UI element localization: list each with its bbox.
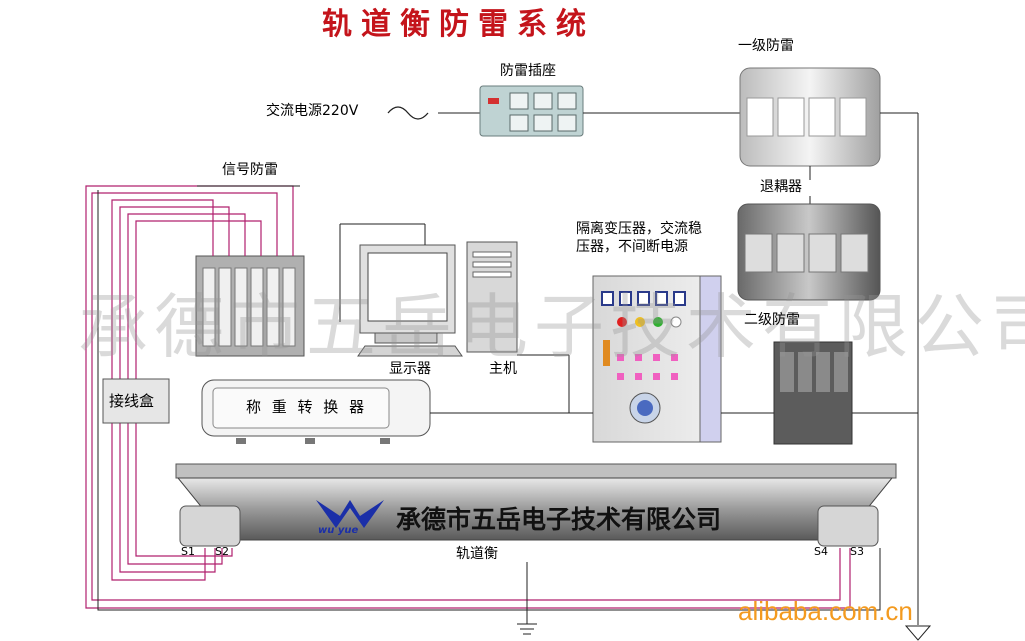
scale-label: 轨道衡 — [456, 546, 498, 562]
sensor-s3-label: S3 — [850, 545, 864, 558]
level2-protector — [773, 341, 853, 445]
ac-source-symbol — [387, 106, 480, 120]
level2-label: 二级防雷 — [744, 312, 800, 328]
junction-box-label: 接线盒 — [109, 392, 155, 410]
alibaba-watermark: alibaba.com.cn — [738, 596, 913, 626]
watermark-text: 承德市五岳电子技术有限公司 — [78, 286, 1025, 368]
sensor-s4-label: S4 — [814, 545, 828, 558]
weighing-converter-label: 称 重 转 换 器 — [246, 398, 368, 416]
monitor-label: 显示器 — [389, 361, 431, 377]
lightning-socket — [479, 85, 584, 137]
sensor-s1-label: S1 — [181, 545, 195, 558]
transformer-label-line2: 压器，不间断电源 — [576, 239, 688, 255]
host-label: 主机 — [489, 361, 517, 377]
socket-label: 防雷插座 — [500, 63, 556, 79]
diagram-title: 轨道衡防雷系统 — [322, 7, 595, 42]
logo-text: wu yue — [318, 525, 359, 536]
transformer-cabinet — [592, 275, 722, 443]
sensor-s2-label: S2 — [215, 545, 229, 558]
weighing-converter — [201, 379, 431, 444]
ground-symbol — [517, 562, 537, 635]
signal-protector — [195, 255, 305, 357]
company-name: 承德市五岳电子技术有限公司 — [396, 505, 722, 534]
monitor — [357, 244, 463, 357]
level1-label: 一级防雷 — [738, 38, 794, 54]
rail-scale — [175, 463, 897, 547]
decoupler-label: 退耦器 — [760, 179, 802, 195]
transformer-label-line1: 隔离变压器，交流稳 — [576, 221, 702, 237]
host-pc — [466, 241, 518, 353]
junction-box — [102, 378, 170, 424]
level1-protector — [739, 67, 881, 167]
signal-protector-label: 信号防雷 — [222, 162, 278, 178]
power-input-label: 交流电源220V — [266, 103, 359, 119]
decoupler — [737, 203, 881, 301]
